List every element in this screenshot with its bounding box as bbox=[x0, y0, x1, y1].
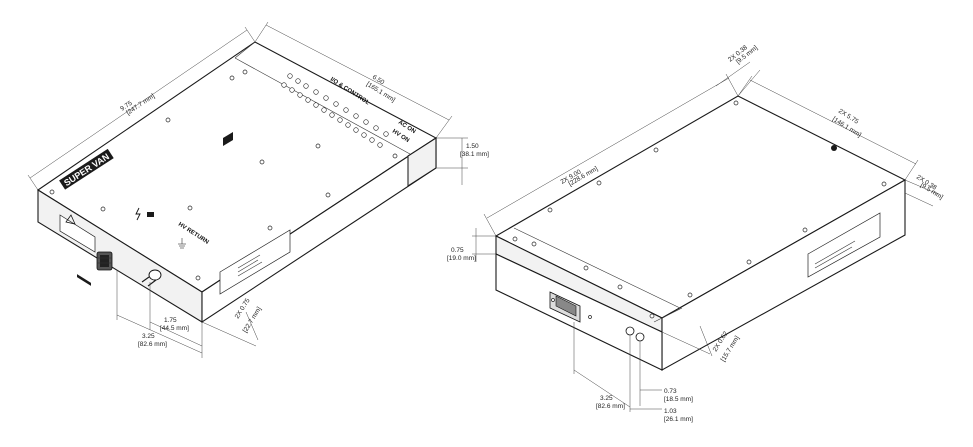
left-isometric-view: I/O & CONTROL AC ON HV ON SUPER VAN HV bbox=[27, 21, 489, 358]
dim-led1-in: 0.73 bbox=[664, 388, 677, 395]
dim-led2-in: 1.03 bbox=[664, 408, 677, 415]
dim-d-in: 3.25 bbox=[600, 395, 613, 402]
rear-nub bbox=[831, 145, 837, 151]
d-sub-connector bbox=[549, 291, 592, 323]
io-connector-holes bbox=[281, 73, 389, 148]
dim-conn-mm: [82.6 mm] bbox=[138, 341, 167, 348]
right-top-screws bbox=[512, 100, 887, 319]
dim-height-mm: [38.1 mm] bbox=[460, 151, 489, 158]
product-label-left bbox=[219, 131, 291, 295]
dim-led1-mm: [18.5 mm] bbox=[664, 396, 693, 403]
dim-led2-mm: [26.1 mm] bbox=[664, 416, 693, 423]
dim-r-rail-mm: [19.0 mm] bbox=[447, 255, 476, 262]
lightning-symbol bbox=[135, 207, 154, 221]
dim-d-mm: [82.6 mm] bbox=[596, 403, 625, 410]
dim-hv-mm: [44.5 mm] bbox=[160, 325, 189, 332]
right-isometric-view: 2X 9.00 [228.6 mm] 2X 0.38 [9.5 mm] 2X 5… bbox=[447, 44, 944, 423]
dim-r-rail-in: 0.75 bbox=[451, 247, 464, 254]
dim-right-top-offset: 2X 0.38 [9.5 mm] bbox=[715, 44, 761, 97]
product-label-right bbox=[807, 212, 881, 278]
dim-foot-in: 2X 0.75 bbox=[234, 297, 252, 320]
dim-right-rail: 0.75 [19.0 mm] bbox=[447, 228, 496, 262]
dim-conn-in: 3.25 bbox=[142, 333, 155, 340]
dim-height: 1.50 [38.1 mm] bbox=[436, 137, 489, 185]
ground-symbol bbox=[178, 238, 186, 249]
hv-terminal bbox=[141, 269, 162, 287]
n-type-connector bbox=[96, 251, 113, 271]
dim-hv-in: 1.75 bbox=[164, 317, 177, 324]
warning-label bbox=[59, 214, 96, 286]
dim-height-in: 1.50 bbox=[466, 143, 479, 150]
dim-right-side-offset: 2X 0.38 [9.5 mm] bbox=[904, 174, 944, 207]
